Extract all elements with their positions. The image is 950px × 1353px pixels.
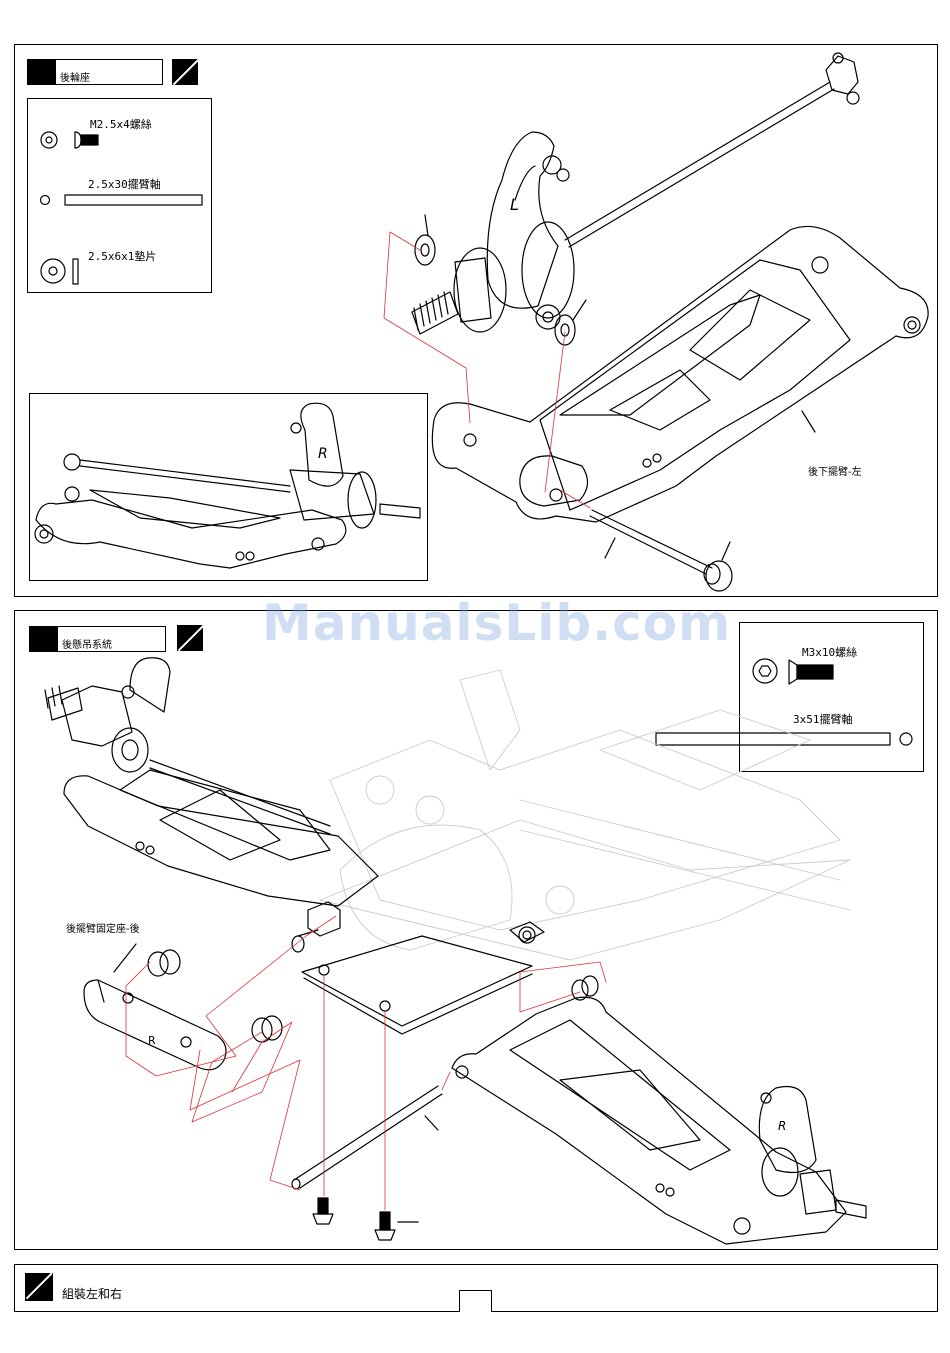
pin-icon — [41, 195, 203, 205]
driveshaft — [565, 53, 859, 247]
hinge-pin-2.5x30 — [590, 510, 732, 591]
svg-text:L: L — [510, 195, 519, 214]
rear-hub-carrier: L — [412, 132, 574, 334]
washer-icon — [41, 259, 78, 284]
pin-icon — [656, 733, 912, 745]
faint-chassis — [320, 670, 850, 960]
hinge-pin-3x51 — [292, 1086, 442, 1189]
countersunk-screws — [313, 1198, 418, 1240]
rear-arm-mount: R — [84, 980, 226, 1070]
countersunk-screw-icon — [753, 659, 833, 684]
svg-text:R: R — [148, 1034, 156, 1047]
rear-lower-arm-right-assembled — [45, 658, 378, 906]
bushings — [148, 930, 598, 1042]
gearbox-plate — [302, 902, 544, 1034]
inset-assembled-arm: R — [35, 403, 420, 568]
button-head-screw-icon — [41, 132, 98, 148]
rear-lower-arm-left — [432, 226, 928, 522]
svg-text:R: R — [318, 446, 328, 462]
rear-lower-arm-right: R — [452, 997, 866, 1244]
svg-text:R: R — [778, 1119, 786, 1133]
